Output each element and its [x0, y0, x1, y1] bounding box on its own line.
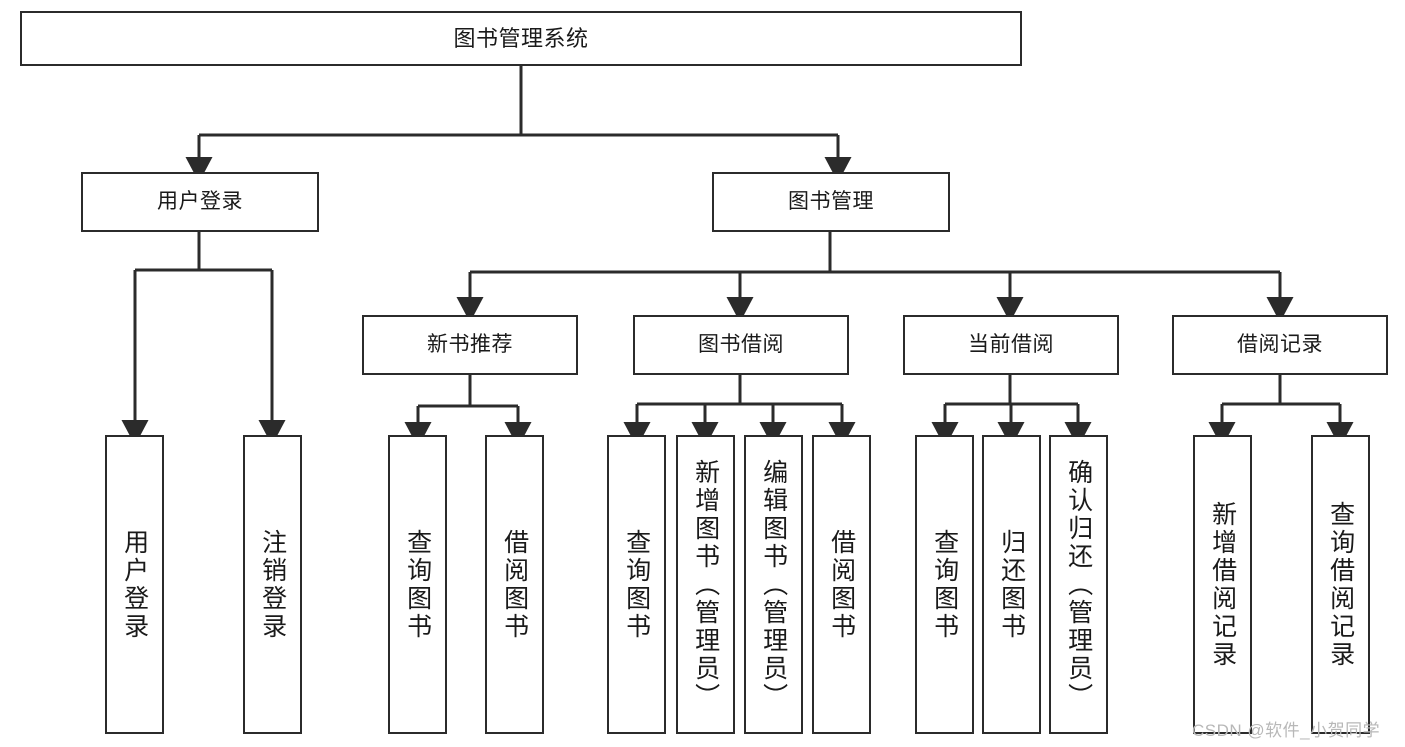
node-book-management-label: 图书管理 [788, 189, 874, 213]
node-leaf-record-add[interactable]: 新增借阅记录 [1193, 435, 1252, 734]
node-leaf-record-query-label: 查询借阅记录 [1326, 500, 1355, 669]
node-leaf-borrow-borrow-book[interactable]: 借阅图书 [812, 435, 871, 734]
node-leaf-borrow-borrow-book-label: 借阅图书 [827, 528, 856, 641]
node-leaf-record-add-label: 新增借阅记录 [1208, 500, 1237, 669]
node-leaf-user-logout-label: 注销登录 [258, 528, 287, 641]
node-leaf-current-query-book-label: 查询图书 [930, 528, 959, 641]
node-book-borrow[interactable]: 图书借阅 [633, 315, 849, 375]
node-leaf-borrow-add-book[interactable]: 新增图书（管理员） [676, 435, 735, 734]
node-current-borrow-label: 当前借阅 [968, 332, 1054, 356]
node-new-book-recommend[interactable]: 新书推荐 [362, 315, 578, 375]
node-borrow-record[interactable]: 借阅记录 [1172, 315, 1388, 375]
watermark-text: CSDN @软件_小贺同学 [1192, 721, 1381, 740]
node-leaf-current-return-book-label: 归还图书 [997, 528, 1026, 641]
node-leaf-user-login[interactable]: 用户登录 [105, 435, 164, 734]
node-current-borrow[interactable]: 当前借阅 [903, 315, 1119, 375]
node-leaf-current-confirm-return[interactable]: 确认归还（管理员） [1049, 435, 1108, 734]
node-book-borrow-label: 图书借阅 [698, 332, 784, 356]
node-leaf-user-login-label: 用户登录 [120, 528, 149, 641]
node-leaf-current-return-book[interactable]: 归还图书 [982, 435, 1041, 734]
node-leaf-user-logout[interactable]: 注销登录 [243, 435, 302, 734]
node-leaf-recommend-query-book[interactable]: 查询图书 [388, 435, 447, 734]
node-leaf-borrow-edit-book-label: 编辑图书（管理员） [759, 458, 788, 711]
node-book-management[interactable]: 图书管理 [712, 172, 950, 232]
node-borrow-record-label: 借阅记录 [1237, 332, 1323, 356]
node-leaf-borrow-add-book-label: 新增图书（管理员） [691, 458, 720, 711]
node-leaf-recommend-borrow-book-label: 借阅图书 [500, 528, 529, 641]
node-leaf-borrow-query-book-label: 查询图书 [622, 528, 651, 641]
node-leaf-borrow-edit-book[interactable]: 编辑图书（管理员） [744, 435, 803, 734]
node-root-label: 图书管理系统 [453, 25, 589, 51]
node-leaf-recommend-query-book-label: 查询图书 [403, 528, 432, 641]
node-leaf-borrow-query-book[interactable]: 查询图书 [607, 435, 666, 734]
node-root[interactable]: 图书管理系统 [20, 11, 1022, 66]
node-leaf-recommend-borrow-book[interactable]: 借阅图书 [485, 435, 544, 734]
node-leaf-current-query-book[interactable]: 查询图书 [915, 435, 974, 734]
node-user-login-label: 用户登录 [157, 189, 243, 213]
node-leaf-current-confirm-return-label: 确认归还（管理员） [1064, 458, 1093, 711]
node-leaf-record-query[interactable]: 查询借阅记录 [1311, 435, 1370, 734]
node-user-login[interactable]: 用户登录 [81, 172, 319, 232]
node-new-book-recommend-label: 新书推荐 [427, 332, 513, 356]
